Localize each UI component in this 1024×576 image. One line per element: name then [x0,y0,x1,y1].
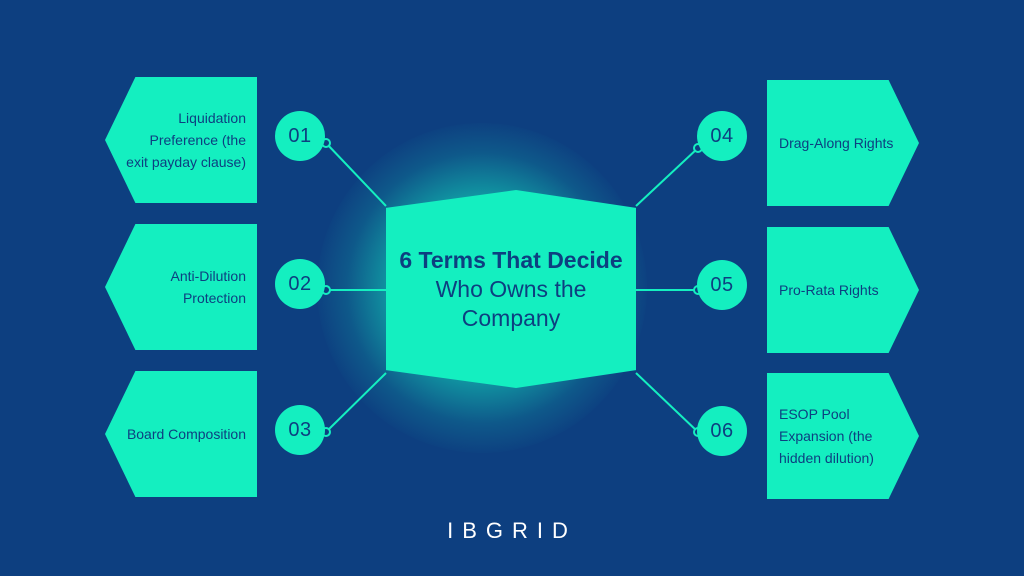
term-label-03: Board Composition [126,426,246,442]
term-box-06: ESOP Pool Expansion (the hidden dilution… [767,373,919,499]
connector-03 [325,372,387,433]
term-box-04: Drag-Along Rights [767,80,919,206]
term-label-04: Drag-Along Rights [779,135,894,151]
term-number-01: 01 [275,111,325,161]
term-number-06: 06 [697,406,747,456]
connector-01 [325,142,387,207]
term-label-02: Anti-Dilution Protection [170,268,246,306]
term-box-01: Liquidation Preference (the exit payday … [105,77,257,203]
center-title-bold: 6 Terms That Decide [399,246,623,273]
term-label-01: Liquidation Preference (the exit payday … [126,110,246,170]
term-box-03: Board Composition [105,371,257,497]
term-box-02: Anti-Dilution Protection [105,224,257,350]
center-title-rest: Who Owns the Company [435,275,587,331]
center-hexagon: 6 Terms That Decide Who Owns the Company [386,190,636,388]
term-number-03: 03 [275,405,325,455]
connector-04 [635,147,699,207]
term-number-05: 05 [697,260,747,310]
term-label-05: Pro-Rata Rights [779,282,879,298]
brand-logo: IBGRID [447,518,577,543]
term-box-05: Pro-Rata Rights [767,227,919,353]
connector-06 [635,372,699,433]
term-number-04: 04 [697,111,747,161]
term-label-06: ESOP Pool Expansion (the hidden dilution… [779,406,874,466]
term-number-02: 02 [275,259,325,309]
center-title: 6 Terms That Decide Who Owns the Company [391,246,631,333]
